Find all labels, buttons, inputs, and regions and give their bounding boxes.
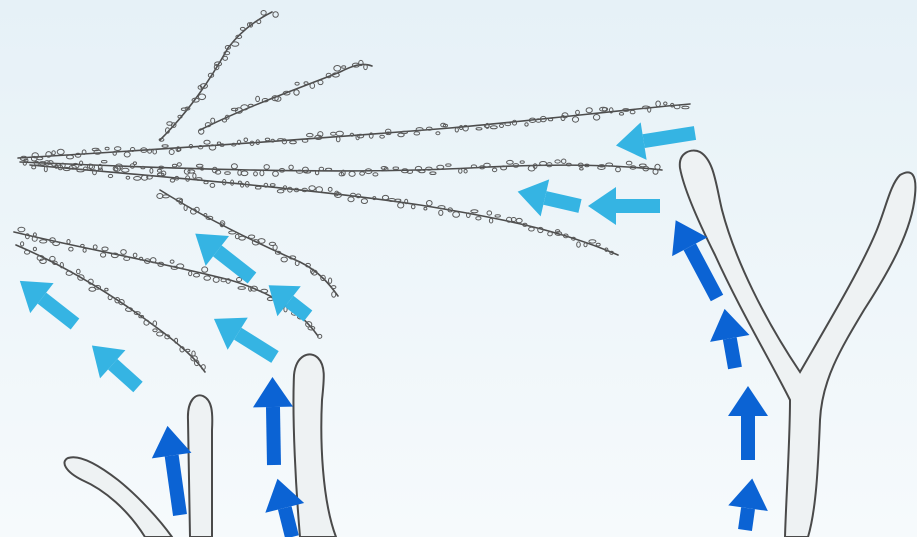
tube-stem-left (188, 395, 212, 537)
